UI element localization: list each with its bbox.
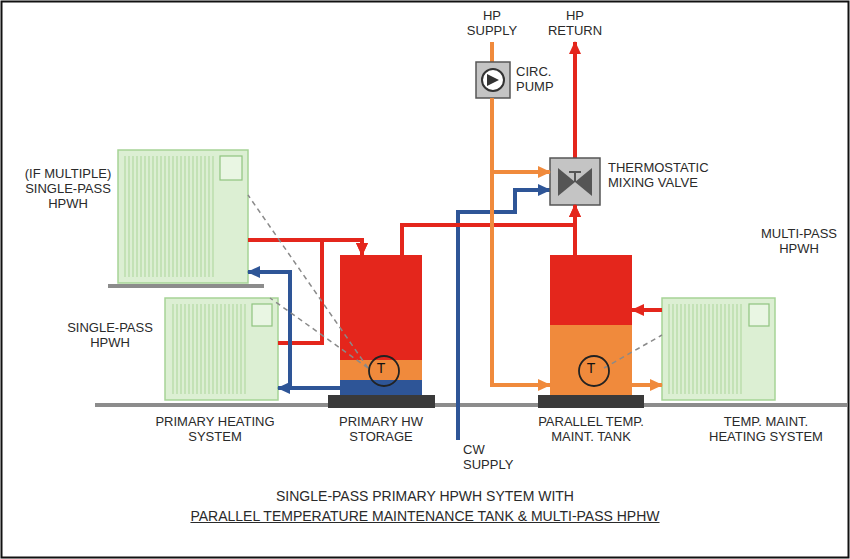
pipe-label: HP SUPPLY <box>464 8 520 38</box>
unit-pad <box>108 284 264 288</box>
component-label: CIRC. PUMP <box>516 64 570 94</box>
control-line <box>604 335 662 368</box>
valve-symbol <box>550 158 600 205</box>
temp-sensor: T <box>578 355 604 381</box>
pipe-label: CW SUPPLY <box>463 442 521 472</box>
pipe <box>248 272 340 388</box>
pump-box: CIRC. PUMP <box>476 62 510 98</box>
pipe-label: PRIMARY HEATING SYSTEM <box>155 414 275 444</box>
sensor-outline <box>369 356 399 386</box>
pipe <box>492 98 550 385</box>
sensor-outline <box>579 356 609 386</box>
pipe <box>632 308 662 312</box>
pipe-label: HP RETURN <box>544 8 606 38</box>
sensor-letter: T <box>368 355 394 381</box>
pipe <box>402 205 575 255</box>
pipe <box>632 383 662 387</box>
sensor-letter: T <box>578 355 604 381</box>
pipe <box>573 205 577 255</box>
component-label: (IF MULTIPLE) SINGLE-PASS HPWH <box>20 166 116 211</box>
heat-pump-unit <box>118 150 248 283</box>
heat-pump-unit <box>662 298 775 400</box>
component-label: PRIMARY HW STORAGE <box>333 414 429 444</box>
heat-pump-box: MULTI-PASS HPWH <box>662 298 775 400</box>
storage-tank <box>340 255 422 395</box>
tank-pad <box>328 395 435 408</box>
supply-pipe <box>490 42 494 62</box>
ground-line <box>95 403 847 407</box>
diagram-caption: PARALLEL TEMPERATURE MAINTENANCE TANK & … <box>0 508 850 525</box>
control-line <box>248 195 368 368</box>
return-pipe <box>573 42 577 158</box>
heat-pump-unit <box>165 298 278 400</box>
pipe-label: TEMP. MAINT. HEATING SYSTEM <box>703 414 829 444</box>
valve-box: THERMOSTATIC MIXING VALVE <box>550 158 600 205</box>
cold-water-pipe <box>458 190 550 440</box>
heat-pump-box: (IF MULTIPLE) SINGLE-PASS HPWH <box>118 150 248 283</box>
heat-pump-box: SINGLE-PASS HPWH <box>165 298 278 400</box>
tank-pad <box>538 395 644 408</box>
storage-tank <box>550 255 632 395</box>
control-line <box>270 298 368 368</box>
temp-sensor: T <box>368 355 394 381</box>
diagram-title: SINGLE-PASS PRIMARY HPWH SYTEM WITH <box>0 488 850 505</box>
pipe <box>248 240 362 255</box>
component-label: SINGLE-PASS HPWH <box>62 320 158 350</box>
pump-symbol <box>476 62 510 98</box>
component-label: PARALLEL TEMP. MAINT. TANK <box>533 414 649 444</box>
tank-box: TPARALLEL TEMP. MAINT. TANK <box>550 255 632 395</box>
pipe <box>492 98 550 172</box>
tank-box: TPRIMARY HW STORAGE <box>340 255 422 395</box>
component-label: MULTI-PASS HPWH <box>757 226 841 256</box>
component-label: THERMOSTATIC MIXING VALVE <box>608 160 720 190</box>
